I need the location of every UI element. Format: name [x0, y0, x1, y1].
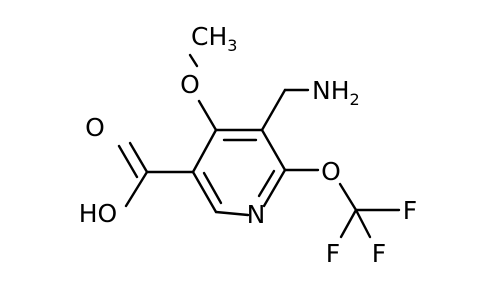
hydroxyl-label: HO	[79, 199, 117, 228]
ring-nitrogen-label: N	[247, 200, 266, 229]
fluorine-bottom-right-label: F	[372, 239, 386, 268]
bond-cooh-carbonyl	[128, 141, 149, 174]
double-bond-c6-c5	[202, 171, 223, 205]
methoxy-oxygen-label: O	[180, 70, 200, 99]
bond-n-c6	[214, 210, 250, 217]
fluorine-right-label: F	[403, 196, 417, 225]
fluorine-bottom-left-label: F	[326, 239, 340, 268]
carbonyl-oxygen-label: O	[85, 113, 105, 142]
double-bond-c2-n	[257, 169, 276, 198]
pyridine-ring	[191, 128, 287, 217]
bond-c3-c2	[260, 128, 287, 172]
bond-cf3-f-bottom-left	[339, 208, 358, 239]
bond-o-ch3	[188, 53, 199, 68]
bond-c4-o	[197, 99, 218, 132]
bond-c2-n	[262, 168, 287, 208]
bond-c5-c4	[191, 128, 218, 174]
ether-oxygen-label: O	[321, 157, 341, 186]
bond-cf3-f-bottom-right	[354, 208, 372, 239]
bond-c6-c5	[191, 170, 218, 214]
amine-label: NH2	[312, 76, 360, 109]
double-bond-cooh-carbonyl	[117, 144, 139, 179]
bond-o-cf3	[338, 182, 358, 212]
methyl-label: CH3	[191, 22, 237, 55]
bond-cooh-hydroxyl	[124, 170, 149, 208]
bond-c3-ch2	[260, 88, 287, 132]
